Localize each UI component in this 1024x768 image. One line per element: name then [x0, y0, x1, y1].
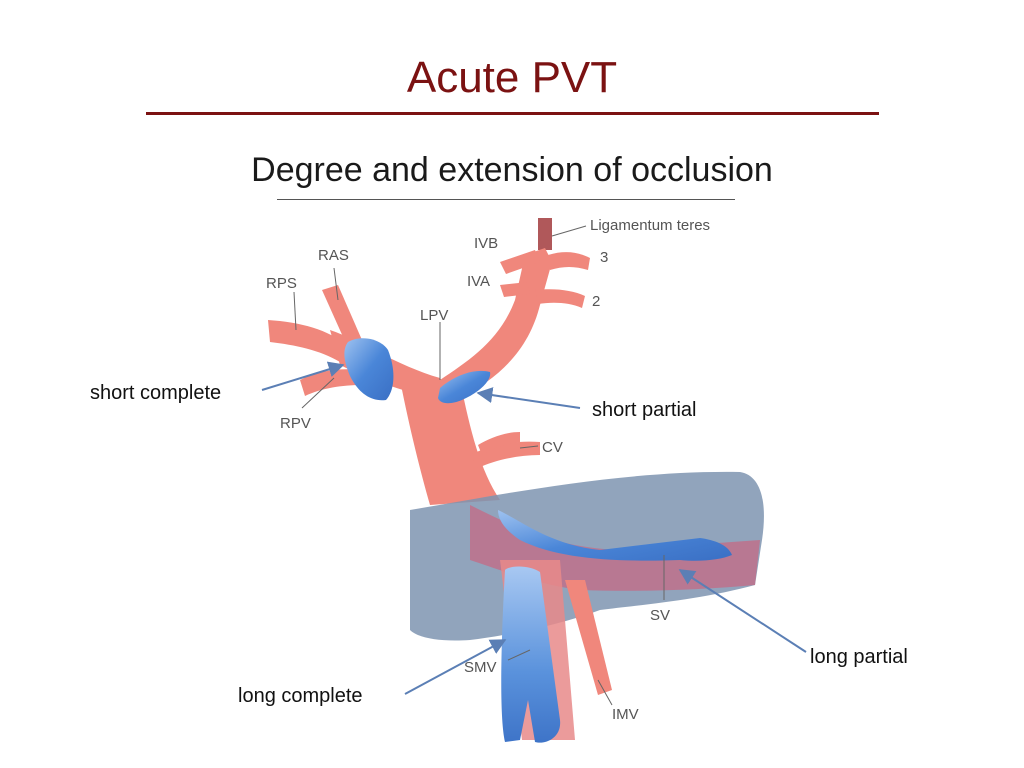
label-sv: SV	[650, 607, 670, 624]
ivb-branch	[500, 250, 540, 274]
thrombus-long-partial	[498, 510, 732, 561]
callout-short-partial: short partial	[592, 399, 697, 421]
seg3-branch	[548, 252, 590, 270]
label-seg3: 3	[600, 249, 608, 266]
imv-branch	[565, 580, 612, 695]
rps-branch	[268, 320, 345, 362]
label-leaders	[293, 225, 665, 706]
callout-long-partial: long partial	[810, 646, 908, 668]
thrombus-short-complete	[344, 338, 394, 401]
label-seg2: 2	[592, 293, 600, 310]
lpv-vessel	[440, 248, 552, 398]
subtitle-underline	[277, 199, 735, 200]
label-cv: CV	[542, 439, 563, 456]
label-rpv: RPV	[280, 415, 311, 432]
label-ras: RAS	[318, 247, 349, 264]
arrow-short-partial	[476, 387, 581, 409]
label-smv: SMV	[464, 659, 497, 676]
arrow-short-complete	[261, 361, 345, 391]
rpv-lower-branch	[300, 369, 362, 396]
main-portal-vein	[400, 380, 500, 505]
ligamentum-teres-vessel	[538, 218, 552, 250]
seg2-branch	[535, 289, 585, 308]
ras-branch	[322, 285, 362, 348]
label-imv: IMV	[612, 706, 639, 723]
callout-long-complete: long complete	[238, 685, 363, 707]
arrow-long-partial	[678, 569, 807, 653]
title-underline	[146, 112, 879, 115]
label-lpv: LPV	[420, 307, 448, 324]
label-ivb: IVB	[474, 235, 498, 252]
iva-branch	[500, 282, 530, 297]
callout-arrows	[261, 361, 807, 695]
slide-subtitle: Degree and extension of occlusion	[251, 151, 773, 189]
thrombus-long-complete	[501, 566, 561, 743]
label-iva: IVA	[467, 273, 490, 290]
thrombus-short-partial	[438, 370, 491, 404]
callout-short-complete: short complete	[90, 382, 221, 404]
label-ligamentum-teres: Ligamentum teres	[590, 217, 710, 234]
arrow-long-complete	[404, 639, 507, 695]
cv-branch-upper	[478, 432, 520, 455]
label-rps: RPS	[266, 275, 297, 292]
slide-title: Acute PVT	[406, 53, 618, 102]
